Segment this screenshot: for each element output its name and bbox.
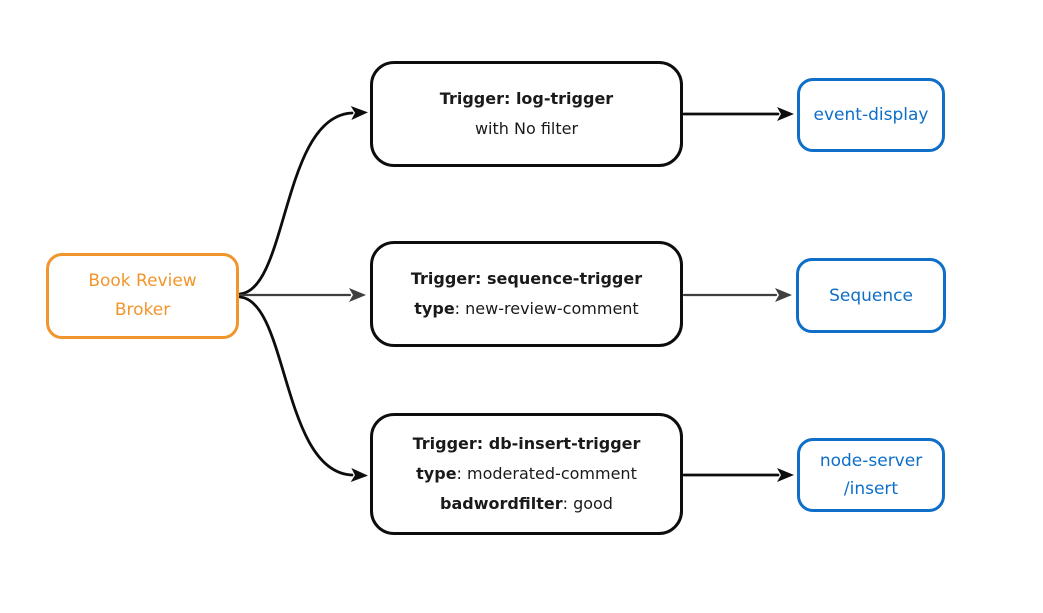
node-server-label-line2: /insert [843, 479, 899, 499]
sequence-trigger-title: Trigger: sequence-trigger [410, 269, 643, 288]
log-trigger-title: Trigger: log-trigger [439, 89, 614, 108]
edge-broker-to-log-trigger [238, 106, 368, 296]
broker-label-line2: Broker [114, 300, 171, 320]
edge-broker-to-db-insert-trigger [238, 295, 368, 482]
broker-label-line1: Book Review [88, 271, 197, 291]
node-server-label-line1: node-server [819, 451, 923, 471]
db-insert-trigger-attr2-key: badwordfilter [440, 494, 563, 513]
sequence-label: Sequence [829, 285, 913, 306]
log-trigger-subtitle: with No filter [474, 119, 579, 138]
node-log-trigger: Trigger: log-trigger with No filter [370, 61, 683, 167]
node-book-review-broker: Book Review Broker [46, 253, 239, 339]
db-insert-trigger-attr2-value: : good [562, 494, 613, 513]
node-sequence-trigger: Trigger: sequence-trigger type: new-revi… [370, 241, 683, 347]
db-insert-trigger-attr1-key: type [416, 464, 457, 483]
node-node-server-insert: node-server /insert [797, 438, 945, 512]
event-display-label: event-display [813, 105, 929, 125]
node-db-insert-trigger: Trigger: db-insert-trigger type: moderat… [370, 413, 683, 535]
db-insert-trigger-title: Trigger: db-insert-trigger [412, 434, 641, 453]
node-event-display: event-display [797, 78, 945, 152]
sequence-trigger-attr-value: : new-review-comment [454, 299, 639, 318]
node-sequence: Sequence [796, 258, 946, 333]
sequence-trigger-attr-key: type [414, 299, 455, 318]
db-insert-trigger-attr1-value: : moderated-comment [456, 464, 637, 483]
